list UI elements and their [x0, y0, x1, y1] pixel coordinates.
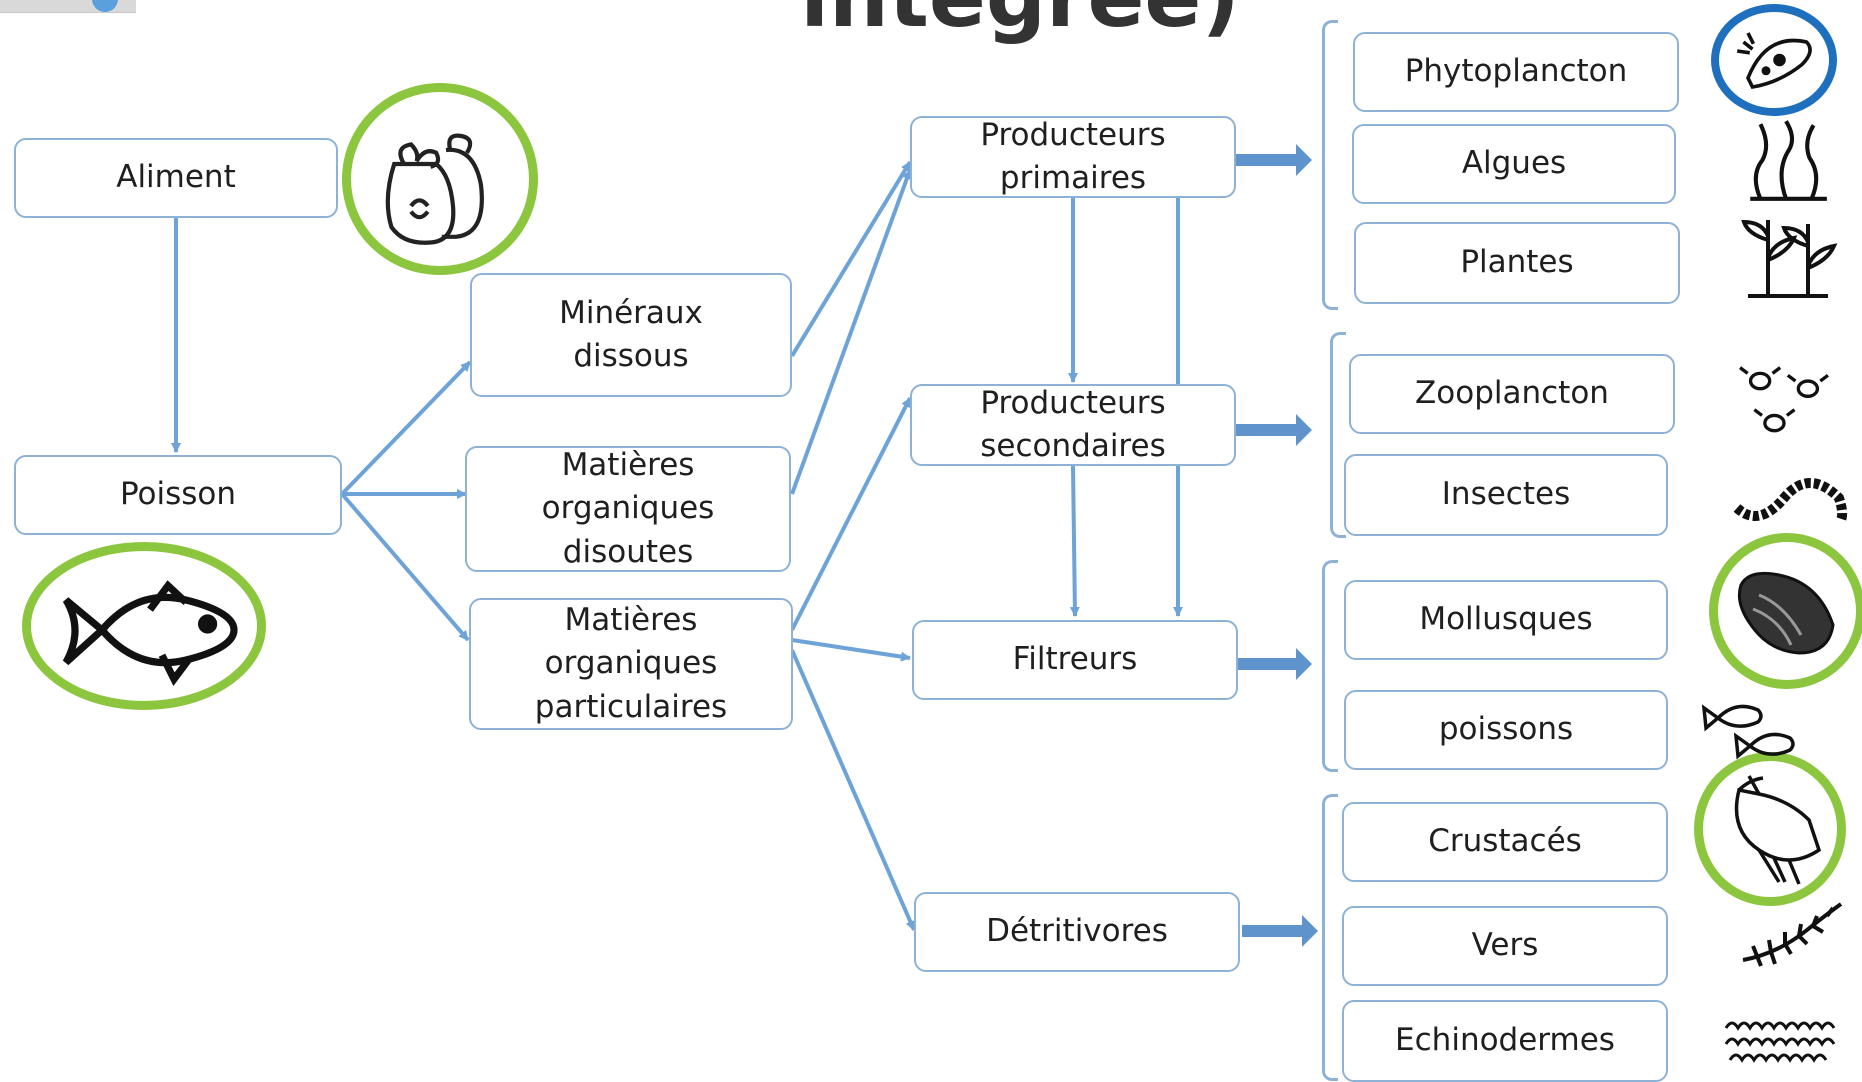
group-item: Algues [1352, 124, 1676, 204]
food-waste-bags-icon [368, 122, 510, 248]
bracket-secondaires [1330, 332, 1346, 538]
node-matieres-organiques-dissoutes: Matières organiques disoutes [465, 446, 791, 572]
node-aliment: Aliment [14, 138, 338, 218]
node-matieres-organiques-particulaires: Matières organiques particulaires [469, 598, 793, 730]
group-item: Mollusques [1344, 580, 1668, 660]
group-item: Plantes [1354, 222, 1680, 304]
aquatic-plant-icon [1738, 210, 1838, 298]
highlight-ring-food [342, 83, 538, 275]
echinoderm-icon [1720, 1008, 1846, 1072]
group-item: Crustacés [1342, 802, 1668, 882]
highlight-ring-fish [22, 542, 266, 710]
insect-larva-icon [1728, 458, 1850, 526]
arrow-poisson-mop [340, 492, 470, 642]
corner-logo [0, 0, 136, 13]
arrow-mop-detritivores [790, 649, 916, 931]
node-producteurs-secondaires: Producteurs secondaires [910, 384, 1236, 466]
phytoplankton-icon [1729, 24, 1821, 96]
block-arrow-secondaires [1236, 414, 1312, 446]
node-filtreurs: Filtreurs [912, 620, 1238, 700]
group-item: poissons [1344, 690, 1668, 770]
arrow-poisson-mineraux [340, 360, 472, 496]
group-item: Vers [1342, 906, 1668, 986]
highlight-ring-phytoplankton [1711, 4, 1837, 116]
arrow-mineraux-primaires [790, 160, 912, 358]
group-item: Echinodermes [1342, 1000, 1668, 1082]
bracket-primaires [1322, 20, 1338, 310]
block-arrow-filtreurs [1236, 648, 1312, 680]
bracket-detritivores [1322, 794, 1338, 1081]
group-item: Zooplancton [1349, 354, 1675, 434]
algae-icon [1740, 118, 1832, 202]
arrow-mop-filtreurs [791, 638, 911, 662]
bracket-filtreurs [1322, 560, 1338, 772]
group-item: Insectes [1344, 454, 1668, 536]
node-mineraux-dissous: Minéraux dissous [470, 273, 792, 397]
arrow-mod-primaires [790, 169, 912, 495]
page-title: intégrée) [760, 0, 1280, 46]
block-arrow-primaires [1236, 144, 1312, 176]
arrow-mop-secondaires [790, 397, 912, 631]
node-producteurs-primaires: Producteurs primaires [910, 116, 1236, 198]
worm-icon [1736, 896, 1848, 970]
highlight-ring-oyster [1709, 533, 1862, 689]
zooplankton-icon [1736, 360, 1832, 446]
small-fish-icon [1702, 698, 1802, 766]
node-poisson: Poisson [14, 455, 342, 535]
highlight-ring-shrimp [1694, 752, 1846, 906]
arrow-secondaires-filtreurs [1069, 465, 1080, 617]
shrimp-icon [1718, 770, 1830, 888]
node-detritivores: Détritivores [914, 892, 1240, 972]
fish-icon [54, 574, 246, 686]
oyster-icon [1728, 565, 1840, 659]
block-arrow-detritivores [1242, 915, 1318, 947]
group-item: Phytoplancton [1353, 32, 1679, 112]
